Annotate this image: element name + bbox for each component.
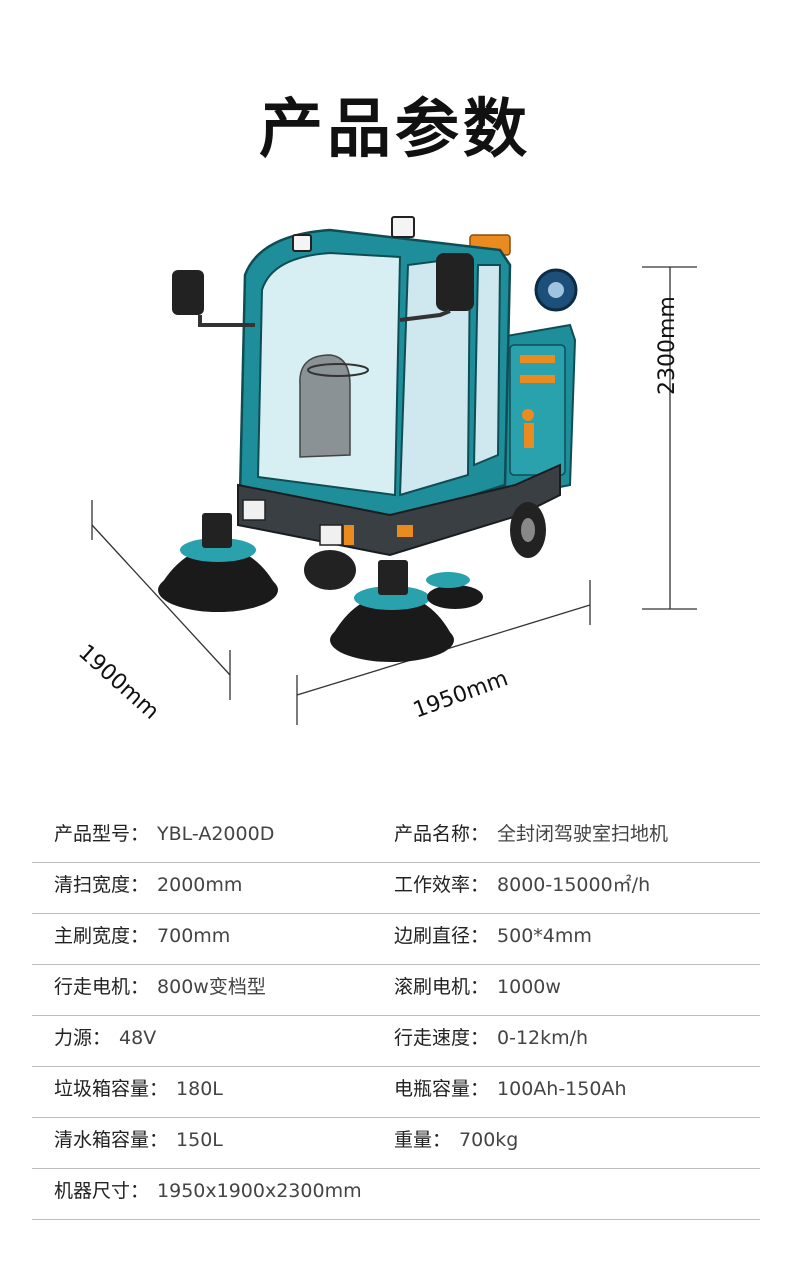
spec-value: 100Ah-150Ah	[497, 1078, 627, 1100]
spec-label: 重量：	[394, 1129, 452, 1151]
spec-value: 1000w	[497, 976, 561, 998]
spec-label: 清水箱容量：	[54, 1129, 169, 1151]
spec-value: 700kg	[459, 1129, 519, 1151]
spec-label: 滚刷电机：	[394, 976, 490, 998]
spec-row: 主刷宽度： 700mm 边刷直径： 500*4mm	[32, 914, 760, 965]
spec-value: 0-12km/h	[497, 1027, 589, 1049]
side-brush-left	[158, 513, 278, 612]
spec-row: 清扫宽度： 2000mm 工作效率： 8000-15000㎡/h	[32, 863, 760, 914]
spec-label: 垃圾箱容量：	[54, 1078, 169, 1100]
spec-label: 工作效率：	[394, 874, 490, 896]
spec-label: 产品名称：	[394, 823, 490, 845]
spec-value: YBL-A2000D	[157, 823, 275, 845]
spec-row: 机器尺寸： 1950x1900x2300mm	[32, 1169, 760, 1220]
spec-row: 产品型号： YBL-A2000D 产品名称： 全封闭驾驶室扫地机	[32, 812, 760, 863]
spec-label: 电瓶容量：	[394, 1078, 490, 1100]
spec-label: 机器尺寸：	[54, 1180, 150, 1202]
spec-row: 清水箱容量： 150L 重量： 700kg	[32, 1118, 760, 1169]
sweeper-illustration	[91, 216, 697, 725]
spec-label: 产品型号：	[54, 823, 150, 845]
spec-row: 垃圾箱容量： 180L 电瓶容量： 100Ah-150Ah	[32, 1067, 760, 1118]
spec-label: 清扫宽度：	[54, 874, 150, 896]
spec-label: 行走速度：	[394, 1027, 490, 1049]
spec-label: 边刷直径：	[394, 925, 490, 947]
spec-row: 力源： 48V 行走速度： 0-12km/h	[32, 1016, 760, 1067]
spec-table: 产品型号： YBL-A2000D 产品名称： 全封闭驾驶室扫地机 清扫宽度： 2000…	[32, 812, 760, 1220]
spec-value: 180L	[176, 1078, 223, 1100]
spec-value: 800w变档型	[157, 976, 266, 998]
spec-label: 行走电机：	[54, 976, 150, 998]
spec-value: 1950x1900x2300mm	[157, 1180, 362, 1202]
spec-value: 700mm	[157, 925, 231, 947]
spec-value: 500*4mm	[497, 925, 592, 947]
spec-value: 8000-15000㎡/h	[497, 874, 651, 896]
dimension-lines	[91, 266, 697, 725]
spec-value: 48V	[119, 1027, 157, 1049]
spec-row: 行走电机： 800w变档型 滚刷电机： 1000w	[32, 965, 760, 1016]
side-brush-right	[330, 560, 454, 662]
spec-value: 150L	[176, 1129, 223, 1151]
page-title: 产品参数	[259, 93, 531, 167]
side-brush-rear	[426, 572, 483, 609]
spec-value: 全封闭驾驶室扫地机	[497, 823, 669, 845]
spec-label: 主刷宽度：	[54, 925, 150, 947]
spec-value: 2000mm	[157, 874, 243, 896]
dimension-height-label: 2300mm	[655, 296, 680, 395]
spec-label: 力源：	[54, 1027, 112, 1049]
